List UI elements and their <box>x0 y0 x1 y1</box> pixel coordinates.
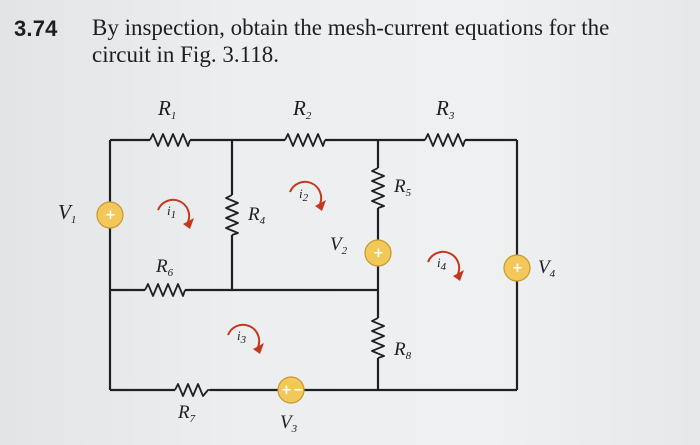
resistor-r5-symbol <box>371 167 385 209</box>
label-v3: V3 <box>280 412 298 435</box>
source-v4: + <box>503 254 531 282</box>
label-i3: i3 <box>237 328 247 346</box>
label-r5: R5 <box>393 176 412 199</box>
resistor-r6-symbol <box>144 283 186 297</box>
label-r7: R7 <box>177 402 196 425</box>
mesh-current-i3: i3 <box>227 323 264 354</box>
problem-statement: By inspection, obtain the mesh-current e… <box>92 15 610 67</box>
resistor-r2-symbol <box>284 133 326 147</box>
resistor-r4-symbol <box>225 194 239 236</box>
mesh-current-i2: i2 <box>289 180 326 211</box>
v3-minus-sign: − <box>293 383 304 398</box>
resistor-r1-symbol <box>149 133 191 147</box>
label-v2: V2 <box>330 234 348 257</box>
label-i1: i1 <box>167 203 176 221</box>
source-v3: + − <box>277 376 305 404</box>
v2-plus-sign: + <box>373 246 384 261</box>
label-i4: i4 <box>437 255 447 273</box>
label-r1: R1 <box>157 96 176 122</box>
label-i2: i2 <box>299 186 309 204</box>
source-v1: + <box>96 201 124 229</box>
label-r4: R4 <box>247 204 266 227</box>
v3-plus-sign: + <box>281 383 292 398</box>
label-r2: R2 <box>292 96 312 122</box>
label-r6: R6 <box>155 256 174 279</box>
mesh-current-i4: i4 <box>427 250 464 281</box>
source-v2: + <box>364 239 392 267</box>
mesh-current-i1: i1 <box>157 198 194 229</box>
label-r3: R3 <box>435 96 455 122</box>
resistor-r7-symbol <box>174 383 210 397</box>
resistor-r8-symbol <box>371 317 385 359</box>
v1-plus-sign: + <box>105 208 116 223</box>
label-v4: V4 <box>538 257 556 280</box>
circuit-wires <box>108 138 519 392</box>
v4-plus-sign: + <box>512 261 523 276</box>
problem-number: 3.74 <box>14 16 58 41</box>
resistor-r3-symbol <box>424 133 466 147</box>
label-r8: R8 <box>393 339 412 362</box>
label-v1: V1 <box>58 200 76 226</box>
